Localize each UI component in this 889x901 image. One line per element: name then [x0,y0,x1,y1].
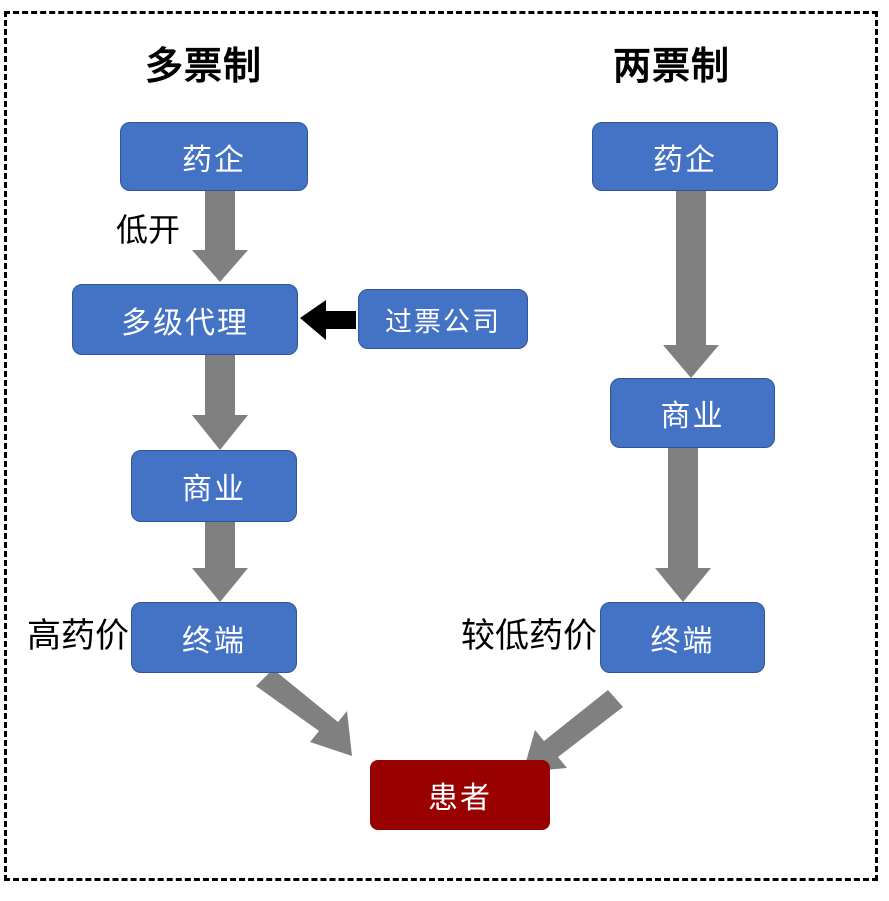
arrow-left-pharma-to-multiagent [192,190,248,282]
node-patient[interactable]: 患者 [370,760,550,830]
edge-label-high-drug-price: 高药价 [27,617,129,655]
node-right-commerce[interactable]: 商业 [610,378,775,448]
edge-label-low-invoice: 低开 [116,212,181,248]
node-left-commerce-label: 商业 [182,473,246,506]
arrow-right-commerce-to-terminal [655,448,711,602]
node-left-multi-agent-label: 多级代理 [121,306,249,340]
arrow-passthrough-to-multiagent [300,300,356,340]
arrow-left-terminal-to-patient [256,669,352,756]
node-left-terminal-label: 终端 [182,624,246,658]
node-left-pharma[interactable]: 药企 [120,122,308,191]
arrow-right-pharma-to-commerce [663,190,719,378]
node-left-passthrough-company[interactable]: 过票公司 [358,289,528,349]
arrow-left-commerce-to-terminal [192,522,248,602]
node-left-passthrough-company-label: 过票公司 [385,306,501,337]
edge-label-lower-drug-price: 较低药价 [461,617,597,655]
diagram-dashed-border [4,11,878,881]
arrow-left-multiagent-to-commerce [192,354,248,450]
arrow-right-terminal-to-patient [523,690,623,772]
node-right-commerce-label: 商业 [660,400,725,433]
node-left-terminal[interactable]: 终端 [131,602,297,673]
column-title-two-invoice: 两票制 [613,46,731,88]
node-right-pharma[interactable]: 药企 [592,122,778,191]
node-right-pharma-label: 药企 [653,143,717,177]
node-patient-label: 患者 [428,782,492,815]
node-left-multi-agent[interactable]: 多级代理 [72,284,298,355]
node-left-pharma-label: 药企 [182,143,246,177]
node-left-commerce[interactable]: 商业 [131,450,297,522]
column-title-multi-invoice: 多票制 [145,46,263,88]
node-right-terminal[interactable]: 终端 [600,602,765,673]
node-right-terminal-label: 终端 [650,624,715,658]
